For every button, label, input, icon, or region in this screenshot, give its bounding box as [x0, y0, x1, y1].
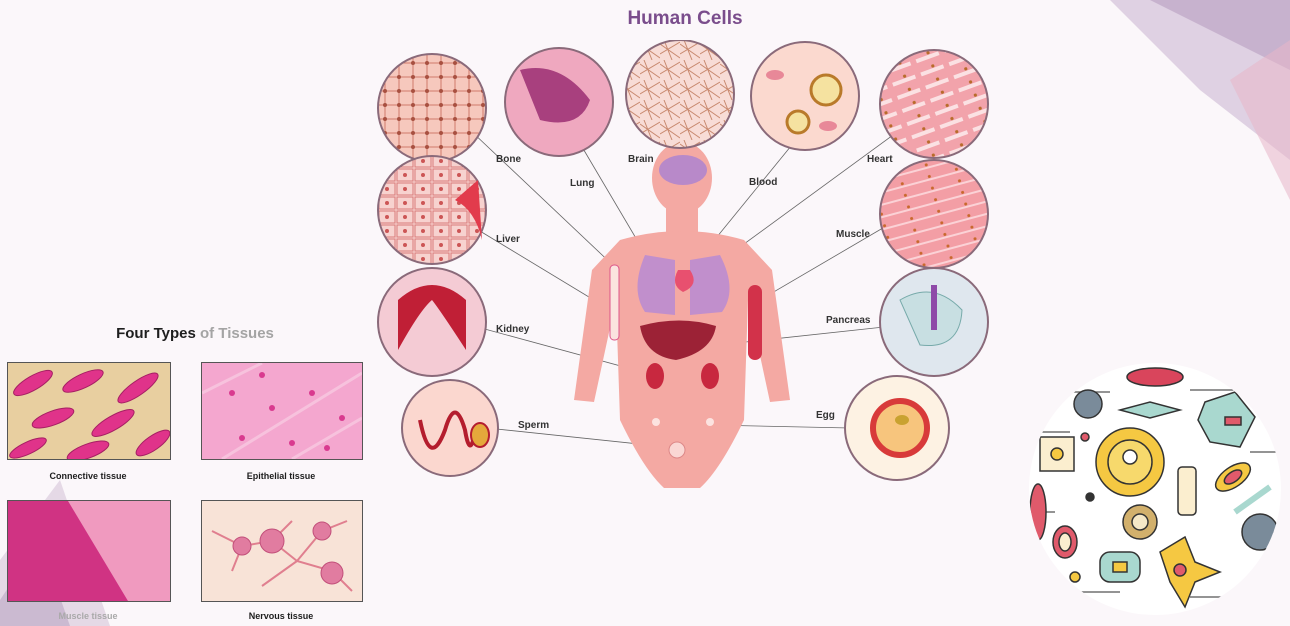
- kidney-left: [646, 363, 664, 389]
- epithelial-tissue-label: Epithelial tissue: [201, 471, 361, 481]
- tissues-title-prefix: Four Types: [116, 325, 196, 342]
- human-cells-diagram: [370, 40, 1000, 500]
- blood-label: Blood: [749, 177, 777, 188]
- pancreas-label: Pancreas: [826, 315, 870, 326]
- blood-cell-circle: [751, 42, 859, 150]
- bone-organ: [610, 265, 619, 340]
- egg-label: Egg: [816, 410, 835, 421]
- heart-label: Heart: [867, 154, 893, 165]
- kidney-right: [701, 363, 719, 389]
- diagram-title: Human Cells: [560, 8, 810, 30]
- kidney-cell-circle: [378, 268, 486, 376]
- brain-cell-circle: [626, 40, 734, 148]
- heart-cell-circle: [880, 50, 988, 158]
- connective-tissue-label: Connective tissue: [8, 471, 168, 481]
- tissues-title-suffix: of Tissues: [200, 325, 274, 342]
- connective-tissue-image: [7, 362, 171, 460]
- kidney-label: Kidney: [496, 324, 529, 335]
- nervous-tissue-label: Nervous tissue: [201, 611, 361, 621]
- brain-label: Brain: [628, 154, 654, 165]
- muscle-label: Muscle: [836, 229, 870, 240]
- brain-organ: [659, 155, 707, 185]
- bone-label: Bone: [496, 154, 521, 165]
- lung-label: Lung: [570, 178, 594, 189]
- sperm-label: Sperm: [518, 420, 549, 431]
- tissues-title: Four Types of Tissues: [60, 325, 330, 342]
- muscle-organ: [748, 285, 762, 360]
- muscle-tissue-label: Muscle tissue: [8, 611, 168, 621]
- epithelial-tissue-image: [201, 362, 363, 460]
- bone-cell-circle: [378, 54, 486, 162]
- muscle-cell-circle: [880, 160, 988, 268]
- cells-illustration: [1020, 362, 1290, 616]
- muscle-tissue-image: [7, 500, 171, 602]
- liver-label: Liver: [496, 234, 520, 245]
- nervous-tissue-image: [201, 500, 363, 602]
